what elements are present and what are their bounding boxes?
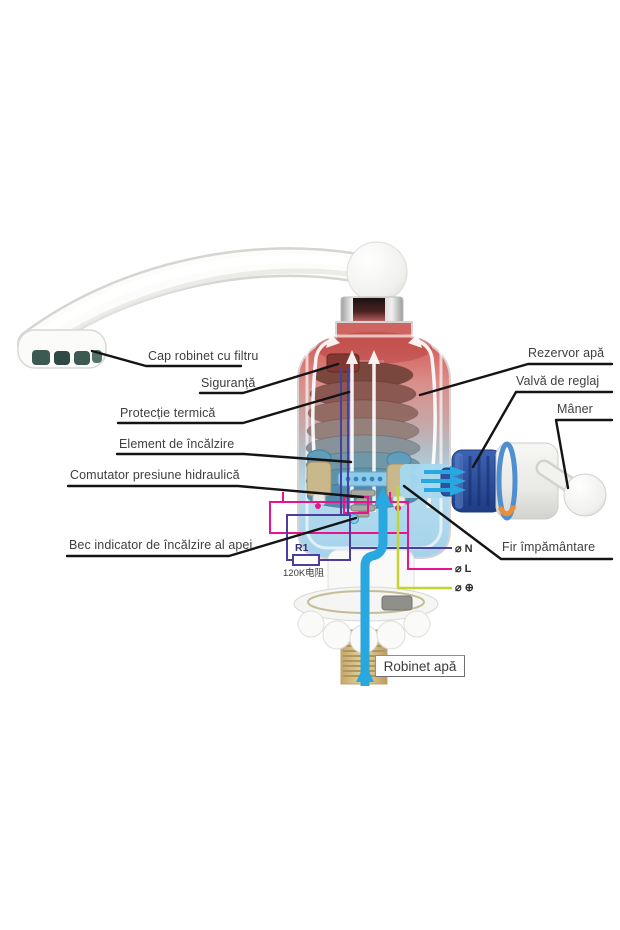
wire-live-L [407,533,452,570]
filter-ring [74,351,90,365]
leader-bec [65,516,358,558]
handle-ball [563,473,607,517]
valve-inlet-arrows [421,466,466,496]
robinet-apa-text: Robinet apă [383,658,457,674]
label-maner: Mâner [557,402,593,416]
collar-dark-core [353,298,385,323]
resistor-ref: R1 [295,542,309,554]
chrome-collar [340,296,404,325]
wire-earth [396,486,452,590]
valve-assembly [400,441,607,521]
leader-element [115,452,353,464]
water-inlet-pipe [356,487,392,686]
filter-ring [32,350,50,365]
faucet-filter-head [17,329,107,369]
leader-lines [65,349,614,561]
leader-rezervor [418,362,614,397]
circuit-neutral [286,368,452,566]
terminal-neutral: ⌀ N [455,543,473,555]
leader-protectie [116,390,351,425]
label-fir-impamantare: Fir împământare [502,540,596,554]
label-valva: Valvă de reglaj [516,374,600,388]
robinet-apa-box: Robinet apă [375,655,465,677]
leader-valva [471,390,614,469]
valve-ring-blue [496,441,518,521]
leader-cap-robinet [90,349,243,368]
filter-ring [54,351,70,365]
label-bec-indicator: Bec indicator de încălzire al apei [69,538,253,552]
leader-siguranta [198,362,340,395]
leader-comutator [66,484,365,499]
terminal-earth: ⌀ ⊕ [455,582,474,594]
leader-fir [402,484,614,561]
leader-maner [554,418,614,490]
label-siguranta: Siguranță [201,376,256,390]
circuit-live [269,492,452,570]
heating-coil [305,361,421,510]
valve-ring-orange [497,504,517,517]
resistor-value: 120K电阻 [283,568,325,579]
label-rezervor: Rezervor apă [528,346,605,360]
flange-slot [381,595,413,611]
flow-arrow-up-bottom [356,663,374,682]
flow-arrow-up-top [374,487,392,506]
terminal-live: ⌀ L [455,563,472,575]
label-protectie-termica: Protecție termică [120,406,216,420]
resistor-r1 [292,554,320,566]
label-comutator: Comutator presiune hidraulică [70,468,240,482]
label-element-incalzire: Element de încălzire [119,437,235,451]
label-cap-robinet: Cap robinet cu filtru [148,349,259,363]
ball-joint [346,241,408,303]
